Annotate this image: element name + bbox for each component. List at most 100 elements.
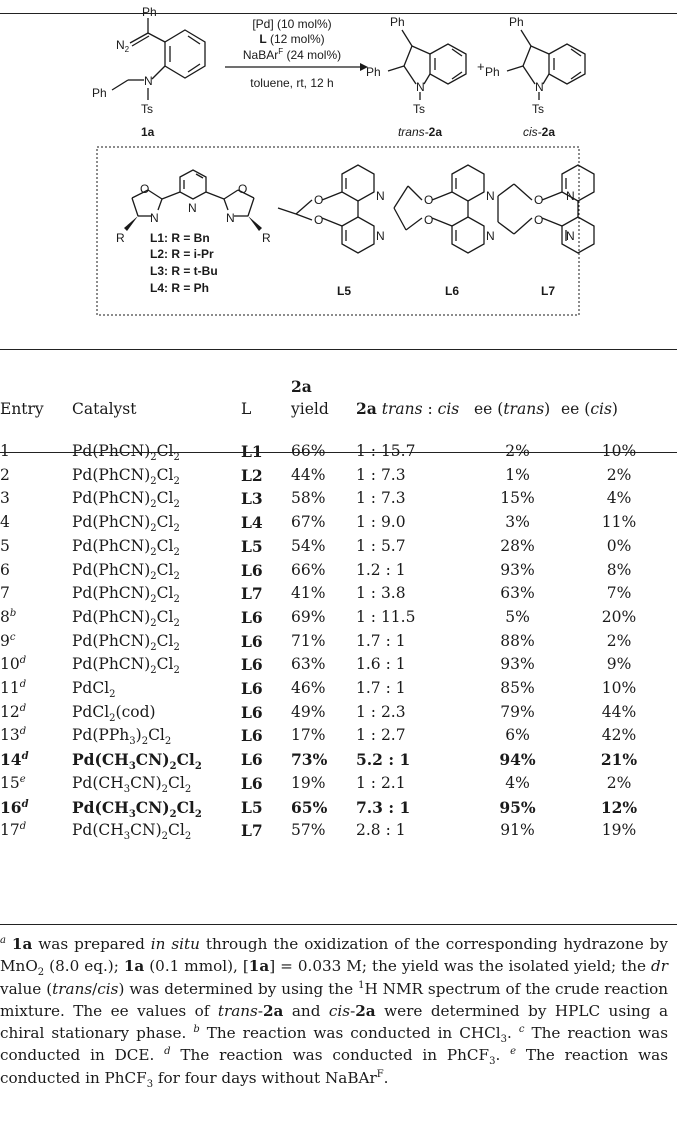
- bipy-ligand-l6: [431, 164, 485, 254]
- ligand-label-l7: L7: [541, 284, 555, 298]
- pybox-l3: L3: R = t-Bu: [150, 264, 218, 278]
- cell-ratio: 1 : 7.3: [356, 465, 406, 484]
- cell-ligand: L1: [241, 442, 263, 461]
- cell-ee-cis: 2%: [606, 773, 632, 792]
- cell-ee-trans: 1%: [505, 465, 530, 484]
- trans-n: N: [416, 80, 425, 94]
- cell-entry: 17d: [0, 821, 27, 840]
- cell-yield: 73%: [291, 750, 328, 770]
- footnote-mark: a: [0, 934, 6, 946]
- trans-ts: Ts: [413, 102, 425, 116]
- bipy-l7-n1: N: [566, 189, 575, 203]
- cell-catalyst: Pd(PhCN)2Cl2: [72, 442, 180, 464]
- bipy-l5-n1: N: [376, 189, 385, 203]
- cell-entry: 9c: [0, 631, 16, 650]
- cell-ee-cis: 12%: [600, 797, 638, 817]
- cell-catalyst: Pd(PhCN)2Cl2: [72, 584, 180, 606]
- pybox-n-center: N: [188, 201, 197, 215]
- cell-entry: 4: [0, 513, 10, 532]
- cell-ee-cis: 10%: [601, 679, 637, 698]
- ligand-label-l6: L6: [445, 284, 459, 298]
- top-rule: [0, 13, 677, 14]
- table-bottom-rule: [0, 924, 677, 925]
- cell-entry: 11d: [0, 678, 27, 698]
- cell-ratio: 1 : 2.7: [356, 726, 406, 745]
- cell-entry: 1: [0, 442, 10, 460]
- cell-yield: 49%: [291, 702, 326, 721]
- cell-ratio: 1.6 : 1: [356, 655, 406, 674]
- bipy-l6-o2: O: [424, 213, 433, 227]
- bipy-l6-n1: N: [486, 189, 495, 203]
- cell-ratio: 1 : 15.7: [356, 442, 416, 460]
- cell-ee-cis: 20%: [601, 607, 637, 626]
- footnote-mark: c: [518, 1024, 525, 1036]
- condition-catalyst: [Pd] (10 mol%): [252, 17, 331, 31]
- cell-entry: 6: [0, 560, 10, 579]
- cell-entry: 3: [0, 489, 10, 508]
- cell-ee-trans: 91%: [500, 821, 535, 840]
- header-ligand: L: [241, 400, 252, 418]
- cell-entry: 10d: [0, 655, 27, 674]
- cis-ts: Ts: [532, 102, 544, 116]
- cell-ratio: 1 : 9.0: [356, 513, 406, 532]
- cell-catalyst: Pd(CH3CN)2Cl2: [72, 750, 202, 773]
- cell-ratio: 5.2 : 1: [356, 750, 411, 770]
- cell-yield: 19%: [291, 773, 326, 792]
- ligand-box: [96, 146, 580, 316]
- cell-ratio: 1 : 2.3: [356, 702, 406, 721]
- cell-ee-cis: 10%: [601, 442, 637, 460]
- cell-ligand: L3: [241, 489, 263, 509]
- cell-ee-trans: 2%: [505, 442, 530, 460]
- cell-yield: 69%: [291, 607, 326, 626]
- pybox-wedge-left: [124, 216, 138, 231]
- bipy-l5-o2: O: [314, 213, 323, 227]
- header-catalyst: Catalyst: [72, 400, 137, 418]
- cell-ee-trans: 5%: [505, 607, 530, 626]
- cell-catalyst: Pd(CH3CN)2Cl2: [72, 821, 192, 843]
- bipy-ligand-l5: [321, 164, 375, 254]
- cell-catalyst: Pd(PhCN)2Cl2: [72, 607, 180, 630]
- cell-ratio: 7.3 : 1: [356, 797, 411, 817]
- cis-product-structure: [506, 29, 586, 100]
- cell-ee-trans: 93%: [500, 560, 535, 579]
- condition-solvent: toluene, rt, 12 h: [250, 76, 333, 90]
- cis-ph-top: Ph: [509, 15, 524, 29]
- cell-ratio: 1 : 3.8: [356, 584, 406, 603]
- cell-catalyst: Pd(PhCN)2Cl2: [72, 513, 180, 535]
- cell-ee-cis: 11%: [601, 513, 637, 532]
- cell-entry: 8b: [0, 607, 17, 626]
- pybox-wedge-right: [248, 216, 262, 231]
- table-top-rule: [0, 349, 677, 350]
- cell-entry: 15e: [0, 773, 26, 792]
- cell-ligand: L5: [241, 536, 263, 556]
- cell-catalyst: Pd(PhCN)2Cl2: [72, 655, 180, 677]
- cell-ee-trans: 88%: [500, 631, 535, 650]
- diol-bridges: [277, 183, 533, 235]
- cell-ratio: 1.7 : 1: [356, 631, 406, 650]
- cell-ligand: L6: [241, 726, 263, 746]
- cell-catalyst: Pd(CH3CN)2Cl2: [72, 797, 202, 820]
- reactant-ts: Ts: [141, 102, 153, 116]
- cell-ratio: 2.8 : 1: [356, 821, 406, 840]
- reactant-label: 1a: [141, 125, 155, 139]
- cell-ee-cis: 8%: [606, 560, 632, 579]
- pybox-r-right: R: [262, 231, 271, 245]
- cell-yield: 44%: [291, 465, 326, 484]
- cell-yield: 54%: [291, 536, 326, 555]
- pybox-o-right: O: [238, 182, 247, 196]
- footnotes: a 1a was prepared in situ through the ox…: [0, 934, 669, 1090]
- cell-ee-cis: 21%: [600, 750, 638, 770]
- cell-ratio: 1 : 7.3: [356, 489, 406, 508]
- cell-entry: 16d: [0, 797, 29, 817]
- cell-ee-trans: 85%: [500, 679, 535, 698]
